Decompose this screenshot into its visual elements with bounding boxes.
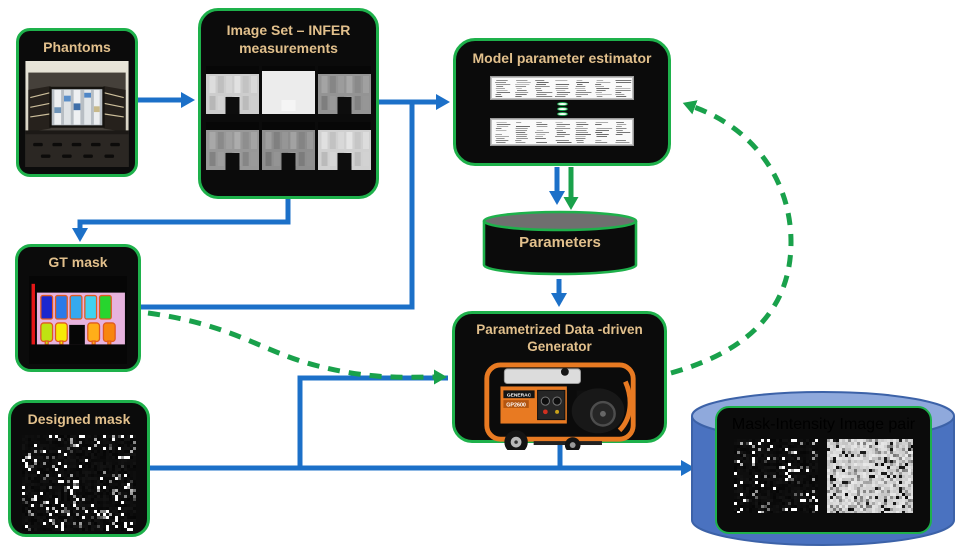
parameters-cylinder-icon (482, 210, 638, 276)
ellipsis-dots-icon (456, 101, 668, 116)
measurement-image-5 (262, 121, 315, 170)
phantom-photo (25, 60, 129, 167)
generator-title-line1: Parametrized Data -driven (476, 322, 643, 337)
node-image-set: Image Set – INFER measurements (198, 8, 379, 199)
generator-model-label: GP2600 (506, 402, 526, 408)
mask-intensity-title: Mask-Intensity Image pair (731, 416, 916, 433)
image-set-title-line2: measurements (239, 39, 338, 56)
arrow-imageset-to-gtmask (72, 198, 291, 242)
parameter-table-top (490, 75, 634, 100)
output-mask-image (734, 439, 818, 513)
mask-intensity-pair-card: Mask-Intensity Image pair (715, 406, 932, 534)
node-output-database: Mask-Intensity Image pair (690, 390, 958, 550)
designed-mask-title: Designed mask (27, 411, 131, 427)
measurement-image-3 (318, 65, 371, 114)
measurement-image-4 (206, 121, 259, 170)
designed-mask-noise-image (22, 434, 136, 531)
image-set-title-line1: Image Set – INFER (226, 22, 351, 38)
node-designed-mask: Designed mask (8, 400, 150, 537)
line-gtmask-to-estimator-junction (141, 102, 415, 310)
parameters-title: Parameters (519, 234, 601, 251)
node-model-parameter-estimator: Model parameter estimator (453, 38, 671, 166)
gt-mask-image (29, 275, 127, 364)
line-designedmask-branch-to-generator (297, 375, 448, 466)
arrow-gtmask-to-generator-dashed (147, 310, 447, 385)
measurement-image-6 (318, 121, 371, 170)
node-phantoms: Phantoms (16, 28, 138, 177)
measurement-image-1 (206, 65, 259, 114)
generator-photo: GENERAC GP2600 (483, 362, 636, 450)
phantoms-title: Phantoms (43, 39, 111, 55)
output-intensity-image (827, 439, 913, 513)
gt-mask-title: GT mask (48, 254, 108, 270)
generator-brand-label: GENERAC (506, 392, 531, 398)
node-parametrized-generator: Parametrized Data -driven Generator GENE… (452, 311, 667, 450)
parameter-table-bottom (490, 117, 634, 146)
infer-measurement-thumbnails (201, 65, 376, 170)
generator-title-line2: Generator (527, 339, 592, 355)
arrow-generator-to-estimator-dashed (670, 100, 794, 376)
measurement-image-2 (262, 65, 315, 114)
model-estimator-title: Model parameter estimator (472, 50, 652, 66)
node-parameters-store: Parameters (482, 210, 638, 280)
node-gt-mask: GT mask (15, 244, 141, 372)
